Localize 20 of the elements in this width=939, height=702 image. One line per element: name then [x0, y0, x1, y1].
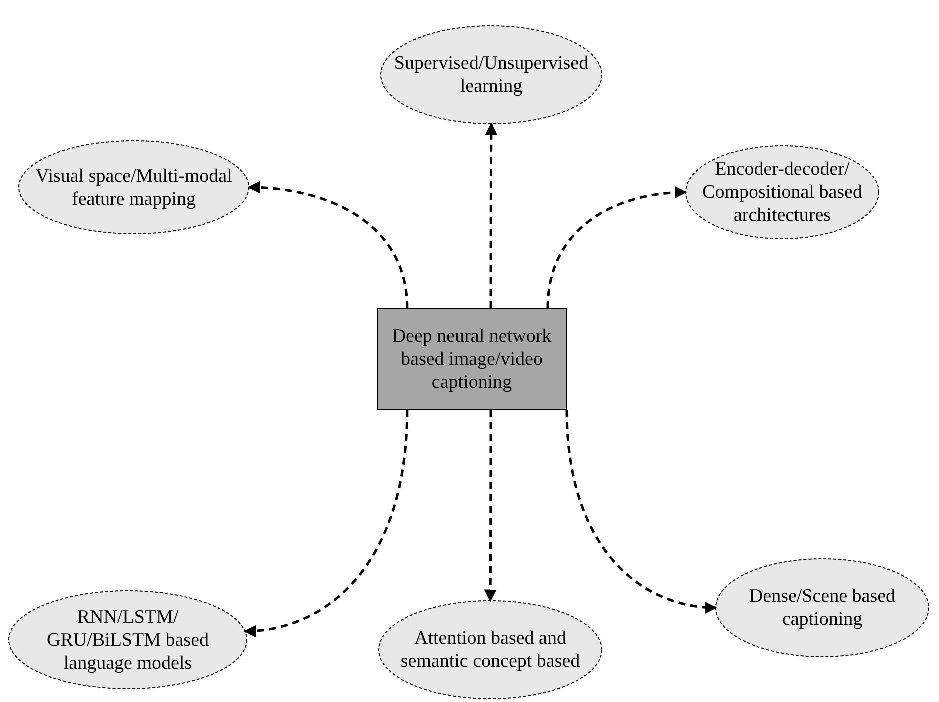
topic-box: [377, 308, 567, 410]
dashed-arrow: [484, 410, 497, 602]
topic-ellipse: [380, 25, 603, 125]
node-label: Supervised/Unsupervised learning: [393, 52, 590, 98]
topic-ellipse: [715, 558, 930, 658]
dashed-arrow: [485, 122, 498, 308]
dashed-arrow: [546, 186, 688, 308]
node-label: Visual space/Multi-modal feature mapping: [34, 164, 234, 210]
topic-ellipse: [685, 145, 880, 240]
topic-ellipse: [18, 140, 250, 235]
dashed-arrow: [248, 182, 409, 308]
node-label: Attention based and semantic concept based: [400, 627, 582, 673]
node-label: Encoder-decoder/ Compositional based architectures: [702, 158, 864, 227]
node-label: RNN/LSTM/ GRU/BiLSTM based language models: [46, 606, 210, 674]
node-label: Dense/Scene based captioning: [748, 585, 897, 631]
topic-ellipse: [378, 600, 603, 700]
topic-ellipse: [8, 590, 248, 690]
node-label: Deep neural network based image/video captioning: [391, 324, 553, 394]
dashed-arrow: [566, 410, 718, 614]
dashed-arrow: [244, 410, 409, 637]
